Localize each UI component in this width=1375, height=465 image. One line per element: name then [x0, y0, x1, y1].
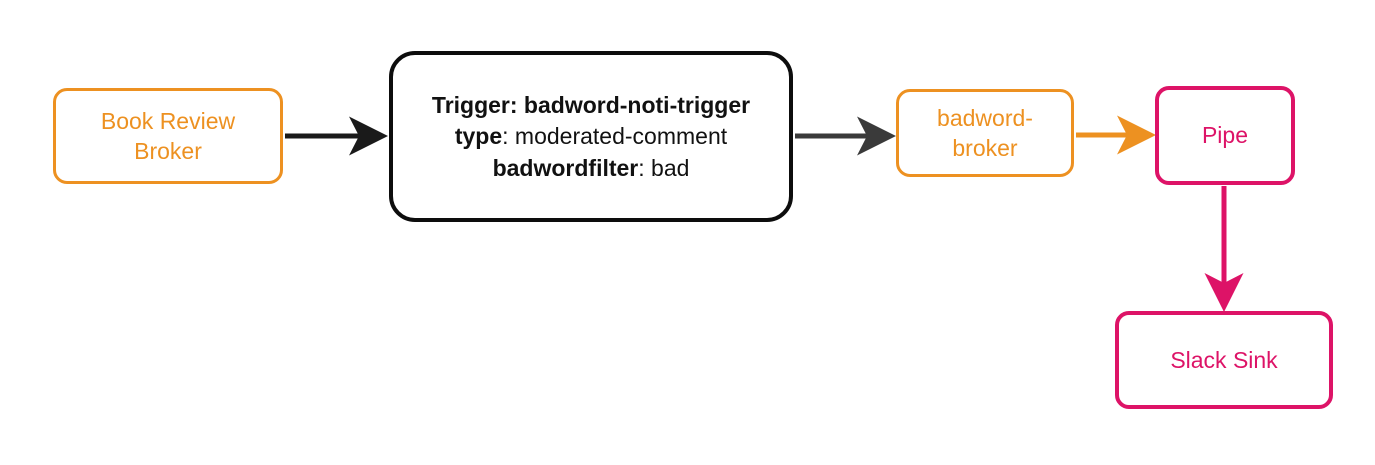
node-trigger-line-3-rest: : bad — [638, 154, 690, 181]
node-trigger-line-3: badwordfilter: bad — [432, 153, 750, 183]
node-trigger-line-1-bold: Trigger: badword-noti-trigger — [431, 91, 751, 118]
node-trigger-line-2-rest: : moderated-comment — [502, 123, 728, 150]
node-book-review-broker-label: Book Review Broker — [100, 107, 236, 164]
node-book-review-broker[interactable]: Book Review Broker — [53, 88, 283, 184]
node-trigger-line-1: Trigger: badword-noti-trigger — [432, 90, 750, 120]
node-slack-sink[interactable]: Slack Sink — [1115, 311, 1333, 409]
node-pipe[interactable]: Pipe — [1155, 86, 1295, 185]
node-trigger-label: Trigger: badword-noti-trigger type: mode… — [418, 89, 764, 184]
node-trigger-line-2-bold: type — [454, 123, 503, 150]
node-trigger-line-2: type: moderated-comment — [432, 121, 750, 151]
node-badword-broker[interactable]: badword- broker — [896, 89, 1074, 177]
node-trigger-line-3-bold: badwordfilter — [492, 154, 639, 181]
node-pipe-label: Pipe — [1201, 122, 1249, 149]
node-badword-broker-label: badword- broker — [937, 104, 1033, 161]
node-trigger[interactable]: Trigger: badword-noti-trigger type: mode… — [389, 51, 793, 222]
node-slack-sink-label: Slack Sink — [1170, 346, 1278, 373]
